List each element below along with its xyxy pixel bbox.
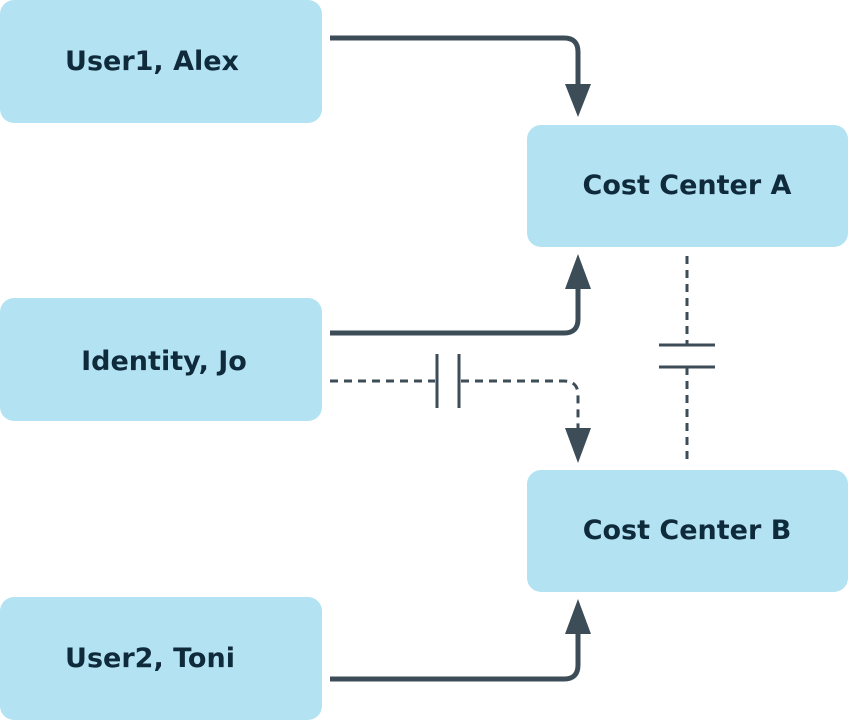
edge-user2-to-cost-center-b — [330, 632, 581, 682]
node-cost-center-b-label: Cost Center B — [583, 515, 792, 546]
edge-user1-to-cost-center-a — [330, 35, 581, 88]
node-user2-box — [0, 597, 322, 720]
node-user1-label: User1, Alex — [65, 46, 239, 77]
node-identity-label: Identity, Jo — [81, 346, 247, 377]
node-user1: User1, Alex — [0, 0, 322, 123]
arrowhead-user2-to-cost-center-b-icon — [565, 599, 591, 634]
edge-identity-to-cost-center-a — [330, 285, 581, 336]
node-cost-center-a: Cost Center A — [527, 125, 848, 247]
node-identity: Identity, Jo — [0, 298, 322, 421]
node-user2: User2, Toni — [0, 597, 322, 720]
node-user1-box — [0, 0, 322, 123]
node-cost-center-b: Cost Center B — [527, 470, 848, 592]
node-user2-label: User2, Toni — [65, 643, 235, 674]
node-cost-center-b-box — [527, 470, 848, 592]
edge-identity-to-cost-center-b — [330, 379, 580, 430]
node-identity-box — [0, 298, 322, 421]
arrowhead-user1-to-cost-center-a-icon — [565, 84, 591, 117]
node-cost-center-a-label: Cost Center A — [583, 170, 792, 201]
arrowhead-identity-to-cost-center-b-icon — [565, 428, 591, 463]
node-cost-center-a-box — [527, 125, 848, 247]
arrowhead-identity-to-cost-center-a-icon — [565, 254, 591, 289]
